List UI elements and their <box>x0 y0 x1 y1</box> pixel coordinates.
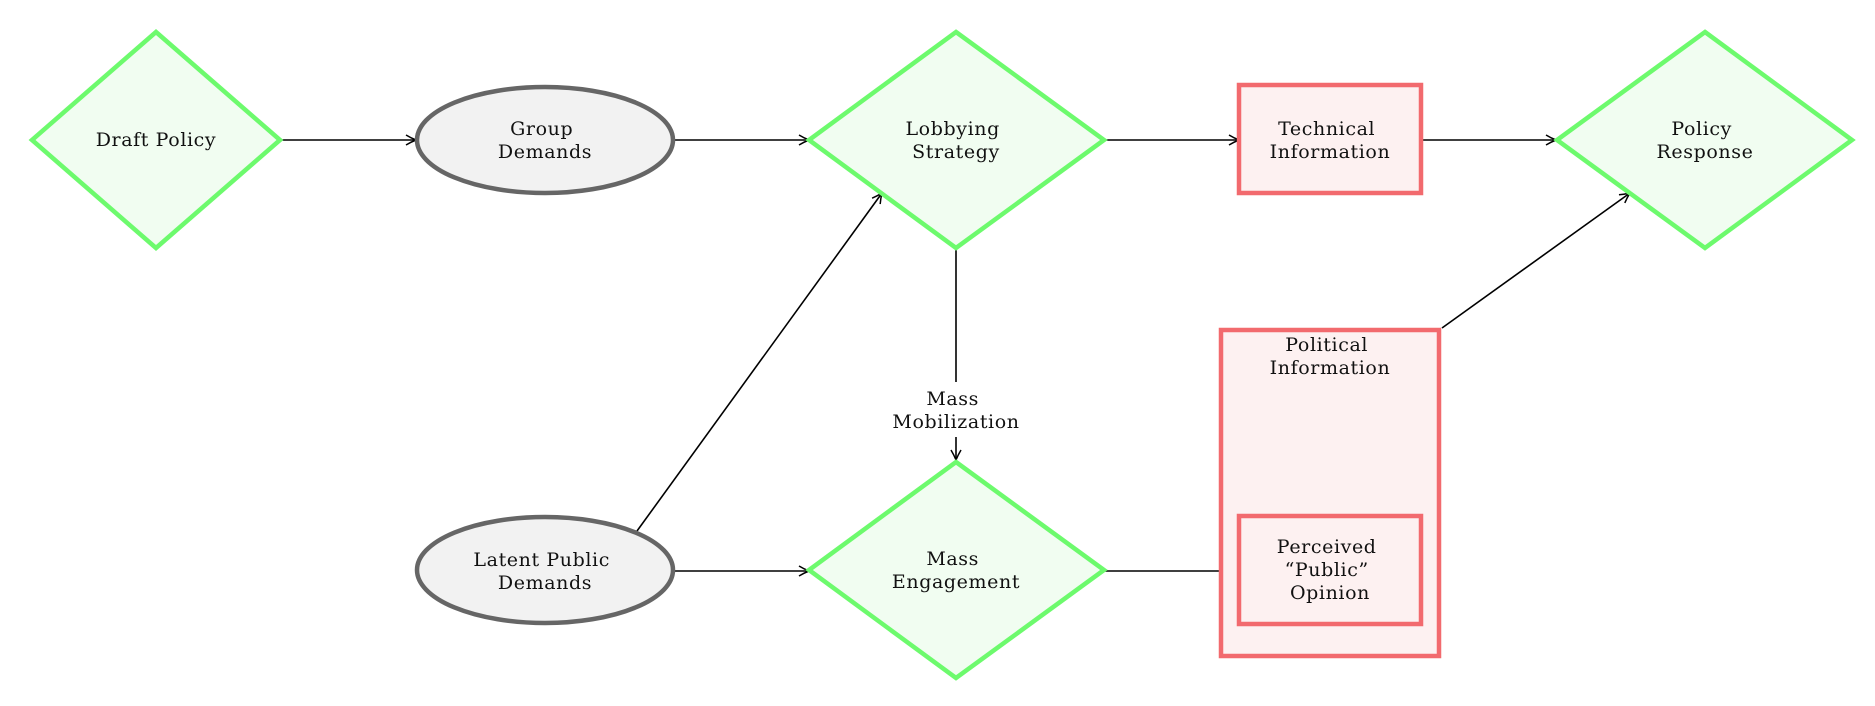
node-lobbying-strategy: Lobbying Strategy <box>805 29 1108 251</box>
node-draft-policy-label: Draft Policy <box>96 129 217 151</box>
node-lobbying-strategy-label: Lobbying Strategy <box>905 118 1006 163</box>
node-policy-response-shape <box>1553 29 1856 251</box>
edges: Mass Mobilization <box>280 134 1632 577</box>
node-lobbying-strategy-shape <box>805 29 1108 251</box>
node-latent-public-demands: Latent Public Demands <box>414 514 676 626</box>
node-group-demands: Group Demands <box>414 84 676 196</box>
nodes: Draft Policy Group Demands Lobbying Stra… <box>28 29 1856 681</box>
edge-label-mass-mobilization: Mass Mobilization <box>892 388 1019 433</box>
edge-latent-to-lobbying <box>636 191 884 532</box>
node-draft-policy: Draft Policy <box>28 29 284 251</box>
node-mass-engagement-label: Mass Engagement <box>892 548 1020 593</box>
node-technical-information: Technical Information <box>1236 82 1424 196</box>
node-latent-public-demands-shape <box>414 514 676 626</box>
node-latent-public-demands-label: Latent Public Demands <box>473 549 616 594</box>
edge-political-to-response <box>1441 191 1632 329</box>
node-perceived-public-opinion-label: Perceived “Public” Opinion <box>1277 536 1383 604</box>
node-technical-information-label: Technical Information <box>1270 118 1391 163</box>
node-group-demands-label: Group Demands <box>498 118 592 163</box>
node-mass-engagement: Mass Engagement <box>805 459 1108 681</box>
node-policy-response: Policy Response <box>1553 29 1856 251</box>
node-perceived-public-opinion-shape <box>1236 513 1424 627</box>
node-political-information-label: Political Information <box>1270 334 1391 379</box>
node-perceived-public-opinion: Perceived “Public” Opinion <box>1236 513 1424 627</box>
node-mass-engagement-shape <box>805 459 1108 681</box>
node-group-demands-shape <box>414 84 676 196</box>
node-draft-policy-shape <box>28 29 284 251</box>
node-policy-response-label: Policy Response <box>1657 118 1754 163</box>
node-technical-information-shape <box>1236 82 1424 196</box>
